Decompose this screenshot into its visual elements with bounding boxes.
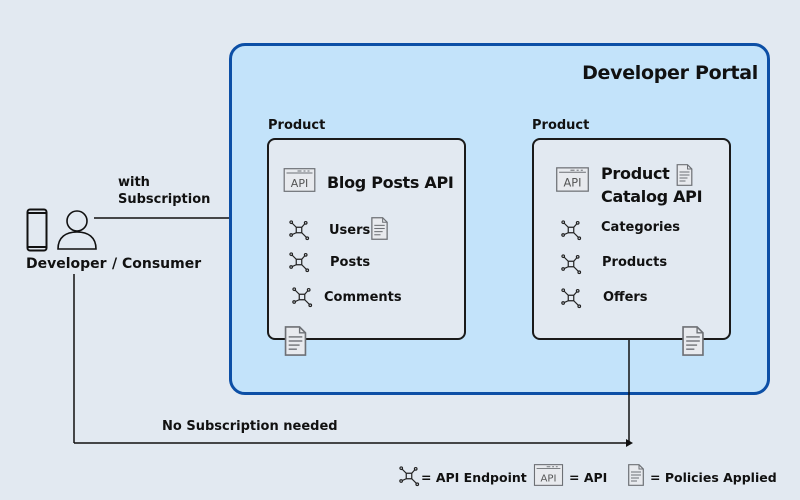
policy-document-icon: [676, 164, 693, 186]
actor-label-developer: Developer: [26, 256, 107, 272]
product-card-blog-posts[interactable]: [267, 138, 466, 340]
api-endpoint-icon: [560, 287, 582, 309]
api-name-line2: Catalog API: [601, 187, 703, 206]
legend: = API Endpoint = API = Policies Applied: [398, 463, 788, 491]
api-endpoint-icon: [560, 219, 582, 241]
api-name: Blog Posts API: [327, 173, 454, 192]
api-endpoint-icon: [560, 253, 582, 275]
endpoint-label[interactable]: Categories: [601, 220, 681, 235]
product-section-label: Product: [268, 118, 326, 133]
policy-document-icon: [284, 326, 307, 356]
api-icon: [283, 168, 316, 192]
user-icon: [57, 210, 97, 250]
api-endpoint-icon: [291, 286, 313, 308]
endpoint-label[interactable]: Users: [329, 223, 371, 238]
api-name-line1: Product: [601, 164, 670, 183]
api-endpoint-icon: [288, 219, 310, 241]
mobile-phone-icon: [26, 208, 48, 252]
product-card-product-catalog[interactable]: [532, 138, 731, 340]
endpoint-label[interactable]: Products: [602, 255, 668, 270]
legend-endpoint-label: = API Endpoint: [421, 470, 527, 485]
with-subscription-label-line2: Subscription: [118, 192, 211, 207]
api-icon: [556, 167, 589, 192]
endpoint-label[interactable]: Posts: [330, 255, 371, 270]
api-icon: [532, 464, 565, 486]
api-endpoint-icon: [398, 465, 420, 487]
with-subscription-label-line1: with: [118, 175, 150, 190]
endpoint-label[interactable]: Comments: [324, 290, 402, 305]
portal-title: Developer Portal: [582, 62, 758, 84]
actor-label-consumer: / Consumer: [112, 256, 202, 272]
product-section-label: Product: [532, 118, 590, 133]
endpoint-label[interactable]: Offers: [603, 290, 648, 305]
policy-document-icon: [628, 463, 644, 487]
policy-document-icon: [371, 217, 388, 240]
policy-document-icon: [681, 326, 705, 356]
legend-policies-label: = Policies Applied: [650, 470, 777, 485]
legend-api-label: = API: [569, 470, 608, 485]
no-subscription-label: No Subscription needed: [162, 419, 338, 434]
api-endpoint-icon: [288, 251, 310, 273]
